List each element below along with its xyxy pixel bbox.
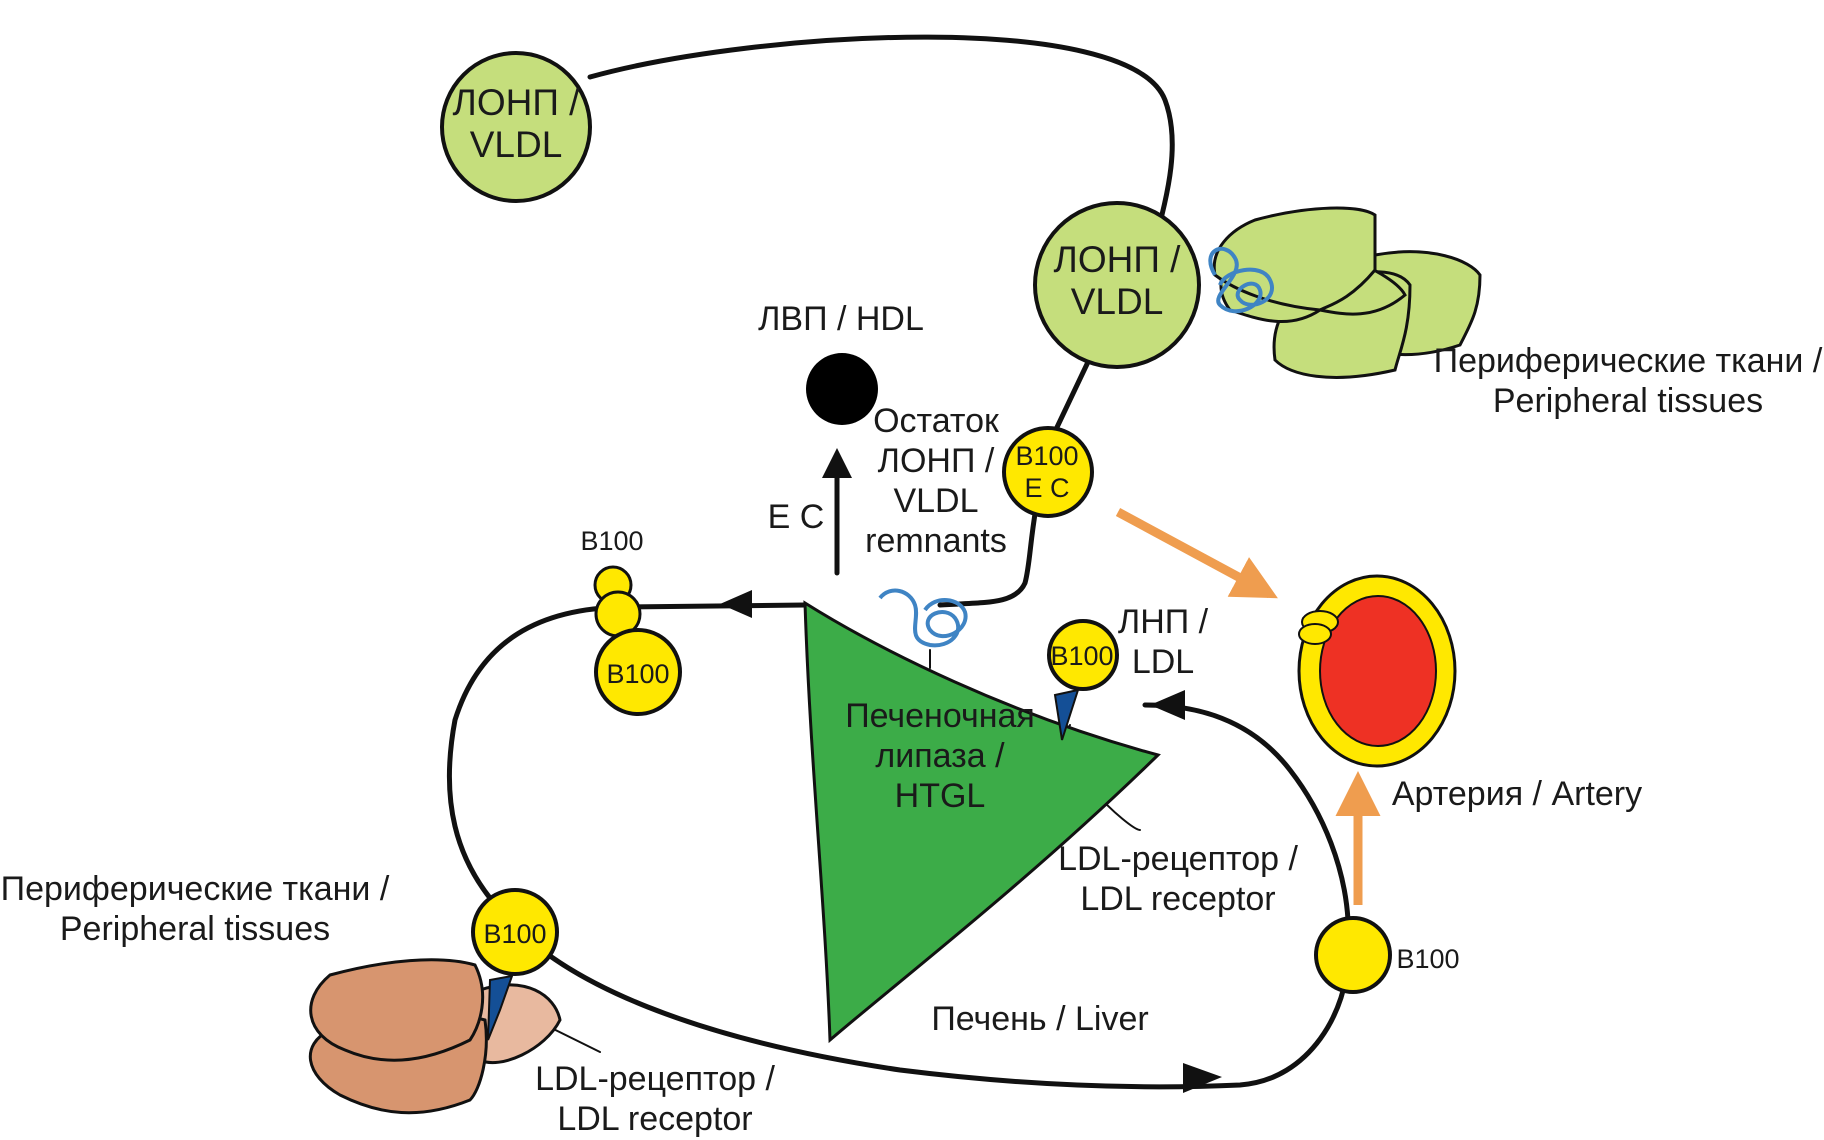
arrowhead-to-ldl (1150, 690, 1185, 720)
b100-right-particle (1314, 916, 1392, 994)
b100-upper-label: B100 (580, 526, 643, 556)
b100-bottom-left-particle (471, 888, 559, 976)
vldl-top-label-line1: ЛОНП / (453, 82, 581, 123)
path-remnant-to-liver (937, 499, 1040, 608)
ec-arrow-label: E C (768, 498, 825, 536)
ldl-label-line2: LDL (1132, 643, 1194, 681)
lipase-squiggle-top (1208, 246, 1274, 314)
peripheral-tissue-top (1212, 206, 1482, 379)
remnant-apo-label-line1: B100 (1015, 441, 1078, 471)
arrowhead-main-loop-bottom (1183, 1063, 1222, 1093)
ldl-receptor-bottom-label-line2: LDL receptor (557, 1100, 752, 1138)
ldl-particle (1047, 619, 1119, 691)
remnant-label-line4: remnants (865, 522, 1007, 560)
pathway-lines (446, 34, 1351, 1090)
lipase-label-line1: Печеночная (845, 697, 1035, 735)
ldl-receptor-bottom-label-line1: LDL-рецептор / (535, 1060, 775, 1098)
b100-left-particle (594, 628, 682, 716)
peripheral-bottom-label-line1: Периферические ткани / (1, 870, 390, 908)
artery-label: Артерия / Artery (1392, 775, 1642, 813)
liver-label: Печень / Liver (931, 1000, 1148, 1038)
peripheral-tissue-bottom (308, 958, 562, 1115)
ldl-receptor-bottom-icon (487, 974, 514, 1041)
path-artery-loop (1142, 702, 1351, 923)
lipase-label-line3: HTGL (895, 777, 986, 815)
peripheral-top-label-line2: Peripheral tissues (1493, 382, 1763, 420)
ldl-label-line1: ЛНП / (1118, 603, 1209, 641)
remnant-label-line2: ЛОНП / (878, 442, 995, 480)
remnant-apo-label-line2: E C (1024, 473, 1069, 503)
vldl-mid-particle (1033, 201, 1201, 369)
hdl-label: ЛВП / HDL (758, 300, 924, 338)
artery-plaque-2 (1298, 623, 1332, 645)
b100-left-particle-label: B100 (606, 659, 669, 689)
remnant-label-line3: VLDL (893, 482, 978, 520)
path-main-loop (446, 602, 1351, 1090)
vldl-top-particle (440, 51, 592, 203)
arrowhead-main-loop-left (720, 590, 752, 618)
ldl-receptor-liver-label-line2: LDL receptor (1080, 880, 1275, 918)
hdl-particle (806, 353, 878, 425)
remnant-label-line1: Остаток (873, 402, 1000, 440)
peripheral-bottom-label-line2: Peripheral tissues (60, 910, 330, 948)
orange-arrow-remnant-to-artery (1115, 508, 1278, 599)
lipase-squiggle-liver (878, 588, 968, 648)
ldl-receptor-liver-icon (1053, 688, 1080, 741)
vldl-mid-label-line2: VLDL (1071, 281, 1164, 322)
artery-lumen (1319, 595, 1437, 747)
lipase-label-line2: липаза / (875, 737, 1005, 775)
ldl-receptor-liver-label-line1: LDL-рецептор / (1058, 840, 1298, 878)
remnant-particle (1002, 426, 1094, 518)
vldl-mid-label-line1: ЛОНП / (1054, 239, 1182, 280)
liver-shape (803, 600, 1161, 1044)
path-vldl-top-to-mid (587, 34, 1175, 255)
ldl-apo-label: B100 (1050, 641, 1113, 671)
arrowhead-hdl (822, 448, 852, 478)
b100-right-label: B100 (1396, 944, 1459, 974)
b100-bottom-left-label: B100 (483, 919, 546, 949)
vldl-top-label-line2: VLDL (470, 124, 563, 165)
peripheral-top-label-line1: Периферические ткани / (1434, 342, 1823, 380)
